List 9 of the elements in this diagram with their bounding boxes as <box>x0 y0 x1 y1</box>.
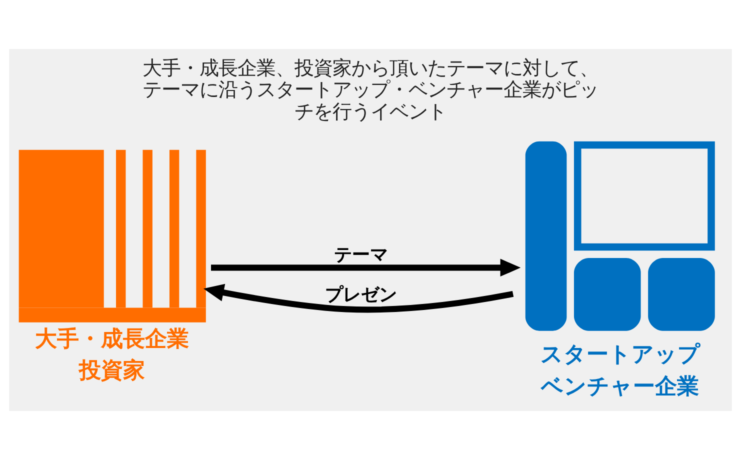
arrow <box>210 258 520 277</box>
diagram-title: 大手・成長企業、投資家から頂いたテーマに対して、テーマに沿うスタートアップ・ベンチャー企業がピッチを行うイベント <box>142 56 598 123</box>
node-label: ベンチャー企業 <box>540 374 699 400</box>
node-label: スタートアップ <box>540 342 700 368</box>
edge-label: テーマ <box>334 244 388 266</box>
node-label: 大手・成長企業 <box>34 326 189 352</box>
node-label: 投資家 <box>78 358 144 384</box>
arrow <box>202 284 514 313</box>
edge-label: プレゼン <box>324 284 396 306</box>
